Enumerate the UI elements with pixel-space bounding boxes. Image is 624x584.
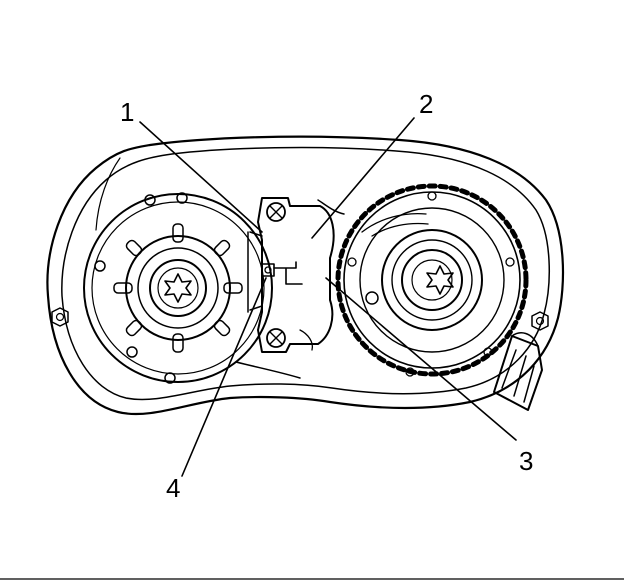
callout-4: 4 (166, 473, 180, 503)
cover-bolt-icon (531, 311, 549, 331)
right-torx-bolt-icon (426, 265, 454, 295)
left-sprocket (51, 192, 273, 384)
cover-bolt-icon (51, 307, 69, 327)
left-sprocket-spokes (113, 223, 243, 353)
callout-2: 2 (419, 89, 433, 119)
callout-1: 1 (120, 97, 134, 127)
timing-cover-housing (46, 135, 565, 416)
cam-sensor-connector (493, 332, 543, 411)
callout-3: 3 (519, 446, 533, 476)
right-cam-sprocket (335, 183, 549, 411)
left-torx-bolt-icon (164, 273, 192, 303)
timing-tool-block (247, 197, 335, 353)
callout-leaders (139, 117, 517, 477)
